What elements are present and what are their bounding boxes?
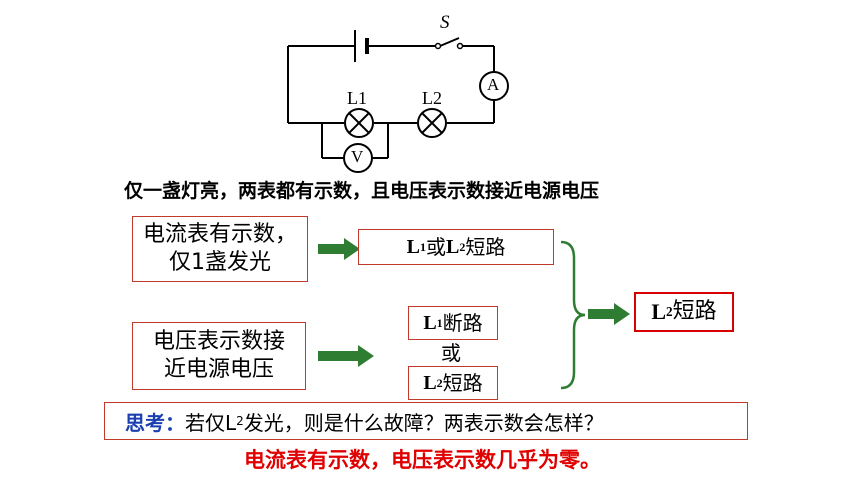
either-short-tail: 短路	[465, 235, 506, 259]
lamp-l1-symbol	[344, 108, 374, 138]
either-short-or: 或	[426, 235, 446, 259]
either-short-sub2: 2	[459, 240, 466, 254]
brace-right-icon	[560, 240, 586, 390]
conclusion-sub: 2	[666, 304, 673, 319]
condition-text: 仅一盏灯亮，两表都有示数，且电压表示数接近电源电压	[124, 180, 600, 202]
circuit-diagram	[287, 30, 509, 173]
question-text-after: 发光，则是什么故障？两表示数会怎样？	[243, 410, 604, 435]
switch-label: S	[440, 12, 450, 33]
lamp-l2-symbol	[417, 108, 447, 138]
l2-short-sub: 2	[436, 376, 443, 390]
l2-short-l: L	[423, 372, 437, 394]
voltmeter-symbol	[343, 143, 373, 173]
either-short-sub1: 1	[420, 240, 426, 254]
or-text: 或	[441, 341, 461, 365]
either-short-l1: L	[406, 236, 420, 258]
arrow-right-icon	[588, 303, 630, 325]
conclusion-l: L	[651, 299, 667, 324]
ammeter-reading-box: 电流表有示数， 仅1盏发光	[132, 216, 308, 282]
question-prefix: 思考：	[125, 410, 185, 435]
conclusion-tail: 短路	[672, 299, 717, 324]
switch-blade	[439, 37, 460, 47]
either-short-l2: L	[446, 236, 460, 258]
ammeter-symbol	[479, 71, 509, 101]
arrow-right-icon	[318, 238, 360, 260]
voltmeter-label: V	[351, 147, 364, 166]
answer-text: 电流表有示数，电压表示数几乎为零。	[244, 448, 601, 472]
l1-open-tail: 断路	[442, 311, 483, 335]
lamp-l2-label: L2	[422, 88, 442, 108]
voltmeter-box-line2: 近电源电压	[163, 357, 274, 382]
ammeter-label: A	[487, 75, 500, 94]
voltmeter-box-line1: 电压表示数接	[152, 329, 285, 354]
l2-short-tail: 短路	[442, 371, 483, 395]
switch-left-terminal	[434, 42, 442, 50]
l1-open-l: L	[423, 312, 437, 334]
l1-open-sub: 1	[436, 316, 443, 330]
arrow-right-icon	[318, 345, 374, 367]
question-text-before: 若仅L	[185, 410, 237, 435]
ammeter-box-line2: 仅1盏发光	[169, 250, 271, 275]
ammeter-box-line1: 电流表有示数，	[142, 222, 297, 247]
lamp-l1-label: L1	[347, 88, 367, 108]
voltmeter-reading-box: 电压表示数接 近电源电压	[132, 322, 306, 390]
question-sub: 2	[236, 414, 244, 428]
switch-right-terminal	[456, 42, 464, 50]
